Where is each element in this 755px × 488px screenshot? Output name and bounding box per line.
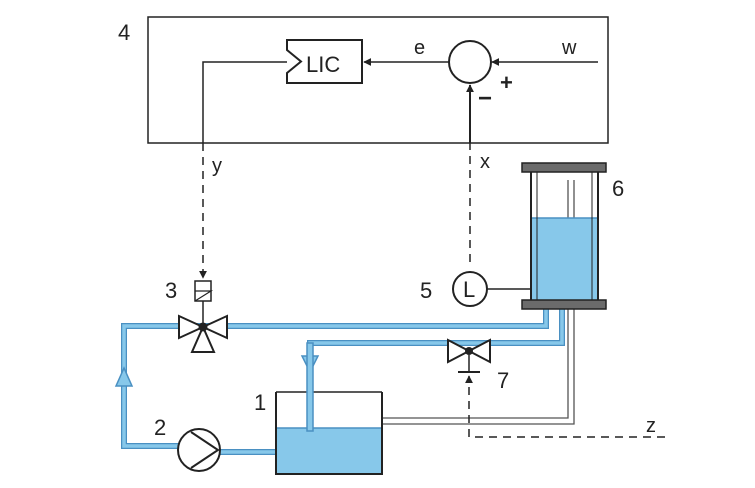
pump-2-label: 2 <box>154 415 166 440</box>
plus-sign: + <box>500 70 513 95</box>
sensor-5-label: 5 <box>420 278 432 303</box>
valve-7-label: 7 <box>497 368 509 393</box>
valve-3-label: 3 <box>165 278 177 303</box>
disturbance-line <box>465 375 665 438</box>
controller-box-label: 4 <box>118 20 130 45</box>
output-label: y <box>212 155 222 177</box>
summing-junction <box>448 40 492 84</box>
reservoir-1 <box>275 342 383 475</box>
output-line-solid <box>202 61 287 143</box>
measurement-label: x <box>480 151 490 173</box>
reservoir-1-label: 1 <box>254 390 266 415</box>
level-sensor-symbol: L <box>463 277 475 302</box>
controller-box <box>147 16 609 144</box>
minus-sign: − <box>478 85 492 112</box>
tank-6 <box>521 162 607 310</box>
pump-2 <box>177 428 221 472</box>
setpoint-label: w <box>561 37 577 59</box>
valve-7 <box>447 338 491 373</box>
tank-6-label: 6 <box>612 176 624 201</box>
error-label: e <box>414 37 425 59</box>
disturbance-label: z <box>646 415 656 437</box>
lic-label: LIC <box>306 52 340 77</box>
lic-controller-block: LIC <box>286 39 363 84</box>
control-valve-3 <box>178 280 228 353</box>
